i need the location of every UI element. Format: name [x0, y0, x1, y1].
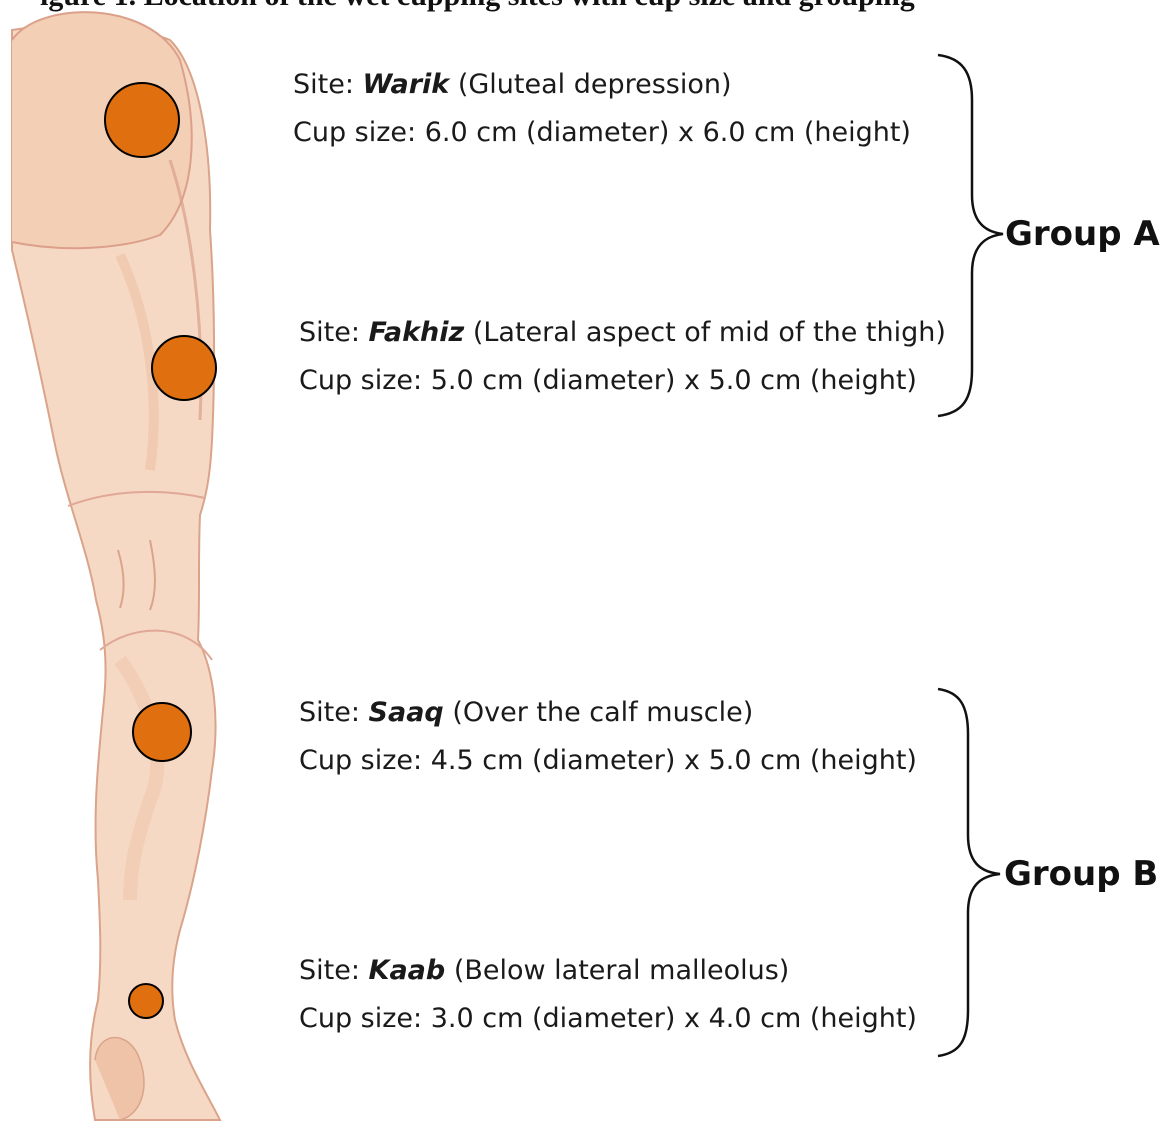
brace-group-a [938, 55, 1003, 416]
brace-group-b [938, 689, 1000, 1056]
group-label-b: Group B [1004, 854, 1158, 894]
group-label-a: Group A [1005, 214, 1160, 254]
